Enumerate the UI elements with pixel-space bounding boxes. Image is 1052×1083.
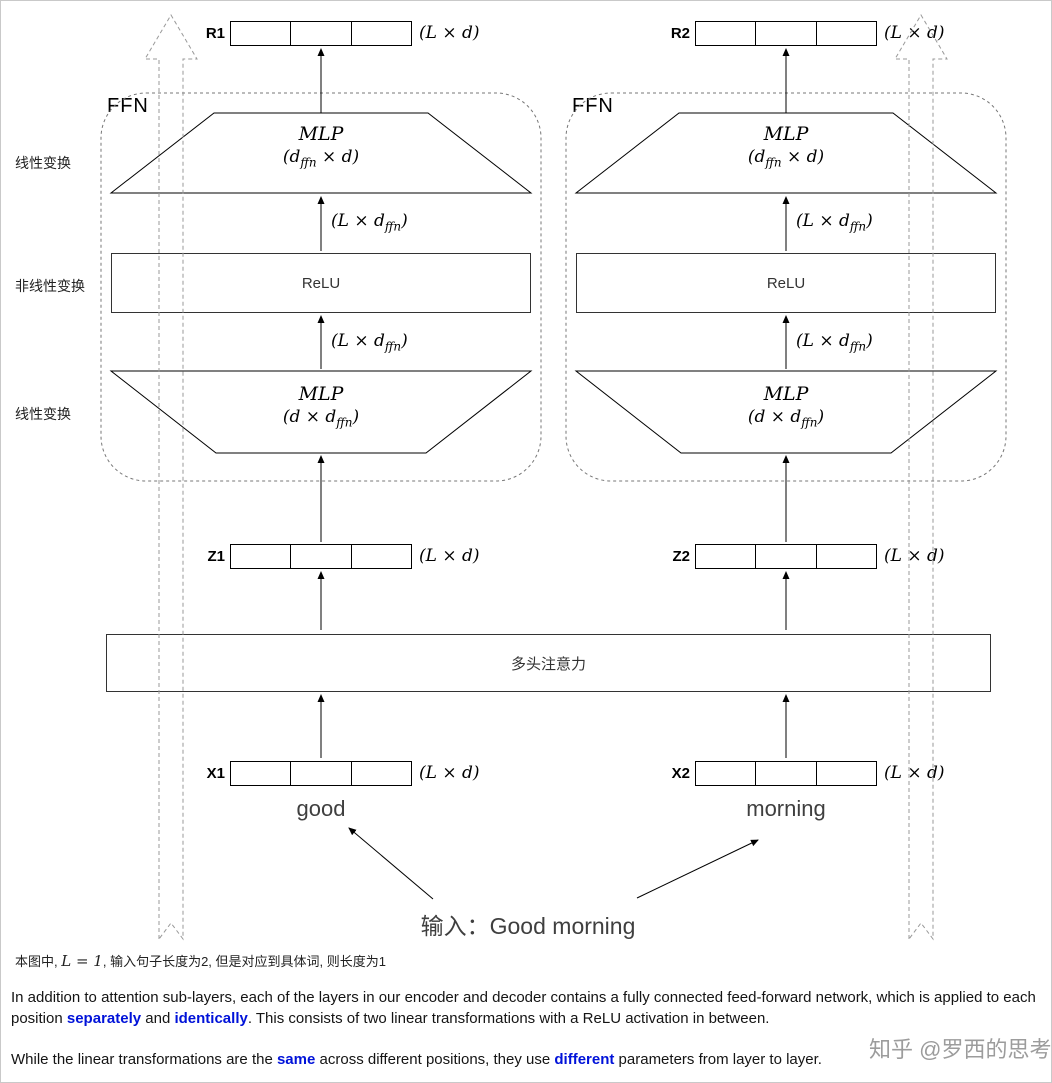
token-cell (756, 545, 817, 568)
token-cell (756, 762, 817, 785)
token-label-r2: R2 (670, 25, 690, 42)
mlp-lower-left-label: MLP (d × dffn) (221, 383, 421, 430)
dim-label-l-dffn: (L × dffn) (331, 211, 408, 234)
highlight-identically: identically (174, 1010, 248, 1027)
token-cell (756, 22, 817, 45)
token-cell (231, 22, 292, 45)
side-label-linear-bottom: 线性变换 (15, 406, 71, 422)
ffn-label-left: FFN (107, 95, 149, 117)
token-cell (696, 22, 757, 45)
dim-label-l-d: (L × d) (884, 546, 945, 566)
dim-label-l-d: (L × d) (419, 763, 480, 783)
dim-label-l-dffn: (L × dffn) (331, 331, 408, 354)
token-cell (291, 545, 352, 568)
token-label-r1: R1 (205, 25, 225, 42)
input-word-morning: morning (746, 796, 826, 821)
dim-label-l-d: (L × d) (419, 23, 480, 43)
input-arrow-to-morning (636, 839, 759, 899)
token-cell (231, 545, 292, 568)
dim-label-l-d: (L × d) (884, 763, 945, 783)
side-label-linear-top: 线性变换 (15, 155, 71, 171)
token-cell (352, 762, 411, 785)
token-label-z1: Z1 (207, 548, 225, 565)
side-label-nonlinear: 非线性变换 (15, 278, 85, 294)
input-prompt: 输入：Good morning (420, 913, 636, 939)
highlight-same: same (276, 1051, 316, 1068)
token-cell (352, 545, 411, 568)
residual-arrow-left (144, 14, 198, 941)
mlp-lower-right-label: MLP (d × dffn) (686, 383, 886, 430)
token-cell (817, 22, 876, 45)
dim-label-l-dffn: (L × dffn) (796, 331, 873, 354)
dim-label-dffn-d: (dffn × d) (282, 147, 360, 170)
token-box-r1 (230, 21, 412, 46)
dim-label-dffn-d: (dffn × d) (747, 147, 825, 170)
mlp-upper-right-label: MLP (dffn × d) (686, 123, 886, 170)
input-arrow-to-good (348, 827, 434, 900)
input-word-good: good (296, 796, 346, 821)
multi-head-attention-box: 多头注意力 (106, 634, 991, 692)
relu-box-left: ReLU (111, 253, 531, 313)
dim-label-l-d: (L × d) (884, 23, 945, 43)
mlp-upper-left-label: MLP (dffn × d) (221, 123, 421, 170)
residual-arrow-right (894, 14, 948, 941)
relu-box-right: ReLU (576, 253, 996, 313)
token-box-x2 (695, 761, 877, 786)
token-box-x1 (230, 761, 412, 786)
body-paragraph-1: In addition to attention sub-layers, eac… (11, 989, 1036, 1027)
dim-label-d-dffn: (d × dffn) (747, 407, 825, 430)
token-cell (231, 762, 292, 785)
body-paragraph-2: While the linear transformations are the… (11, 1051, 822, 1068)
token-cell (817, 545, 876, 568)
highlight-separately: separately (66, 1010, 142, 1027)
token-cell (291, 22, 352, 45)
token-cell (817, 762, 876, 785)
token-cell (696, 762, 757, 785)
dim-label-d-dffn: (d × dffn) (282, 407, 360, 430)
dim-label-l-d: (L × d) (419, 546, 480, 566)
token-box-z1 (230, 544, 412, 569)
token-cell (352, 22, 411, 45)
watermark: 知乎 @罗西的思考 (869, 1037, 1052, 1062)
token-label-z2: Z2 (672, 548, 690, 565)
dim-label-l-dffn: (L × dffn) (796, 211, 873, 234)
highlight-different: different (554, 1051, 615, 1068)
token-cell (696, 545, 757, 568)
token-label-x2: X2 (671, 765, 690, 782)
footnote: 本图中, L = 1, 输入句子长度为2, 但是对应到具体词, 则长度为1 (15, 952, 386, 970)
ffn-label-right: FFN (572, 95, 614, 117)
token-box-r2 (695, 21, 877, 46)
token-box-z2 (695, 544, 877, 569)
token-cell (291, 762, 352, 785)
footnote-math: L = 1 (61, 952, 103, 970)
token-label-x1: X1 (206, 765, 225, 782)
